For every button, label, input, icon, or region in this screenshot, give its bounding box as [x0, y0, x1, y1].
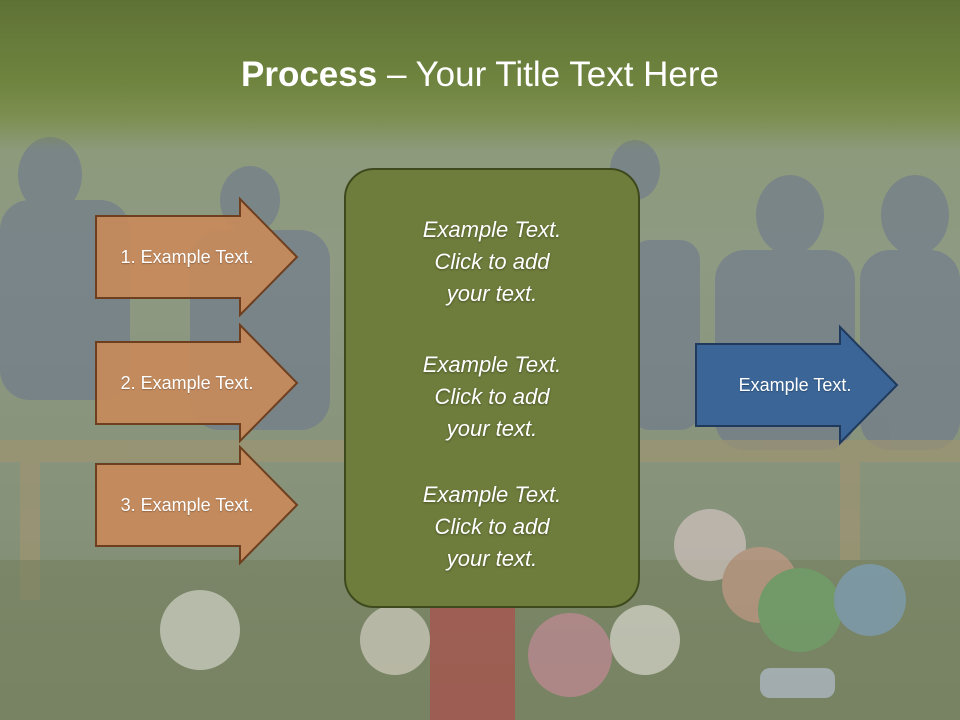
left-arrow-1-label: 1. Example Text.: [120, 247, 254, 267]
paragraph-line: Example Text.: [422, 352, 562, 377]
paragraph-line: your text.: [446, 416, 538, 441]
title-bold: Process: [241, 55, 378, 94]
center-paragraph-2: Example Text. Click to add your text.: [346, 349, 638, 445]
left-arrow-3-label: 3. Example Text.: [120, 495, 254, 515]
right-arrow-shape[interactable]: [695, 324, 899, 446]
left-arrow-2-label: 2. Example Text.: [120, 373, 254, 393]
title-band: [0, 0, 960, 150]
center-paragraph-1: Example Text. Click to add your text.: [346, 214, 638, 310]
center-paragraph-3: Example Text. Click to add your text.: [346, 479, 638, 575]
left-arrow-2-shape[interactable]: [95, 322, 299, 444]
paragraph-line: your text.: [446, 546, 538, 571]
paragraph-line: Example Text.: [422, 482, 562, 507]
right-arrow-label: Example Text.: [738, 375, 852, 395]
paragraph-line: Click to add: [434, 249, 550, 274]
center-text-box[interactable]: Example Text. Click to add your text. Ex…: [344, 168, 640, 608]
slide-title: Process – Your Title Text Here: [0, 48, 960, 102]
paragraph-line: Click to add: [434, 514, 550, 539]
title-rest: – Your Title Text Here: [377, 55, 719, 94]
paragraph-line: Click to add: [434, 384, 550, 409]
left-arrow-3-shape[interactable]: [95, 444, 299, 566]
paragraph-line: Example Text.: [422, 217, 562, 242]
paragraph-line: your text.: [446, 281, 538, 306]
left-arrow-1-shape[interactable]: [95, 196, 299, 318]
